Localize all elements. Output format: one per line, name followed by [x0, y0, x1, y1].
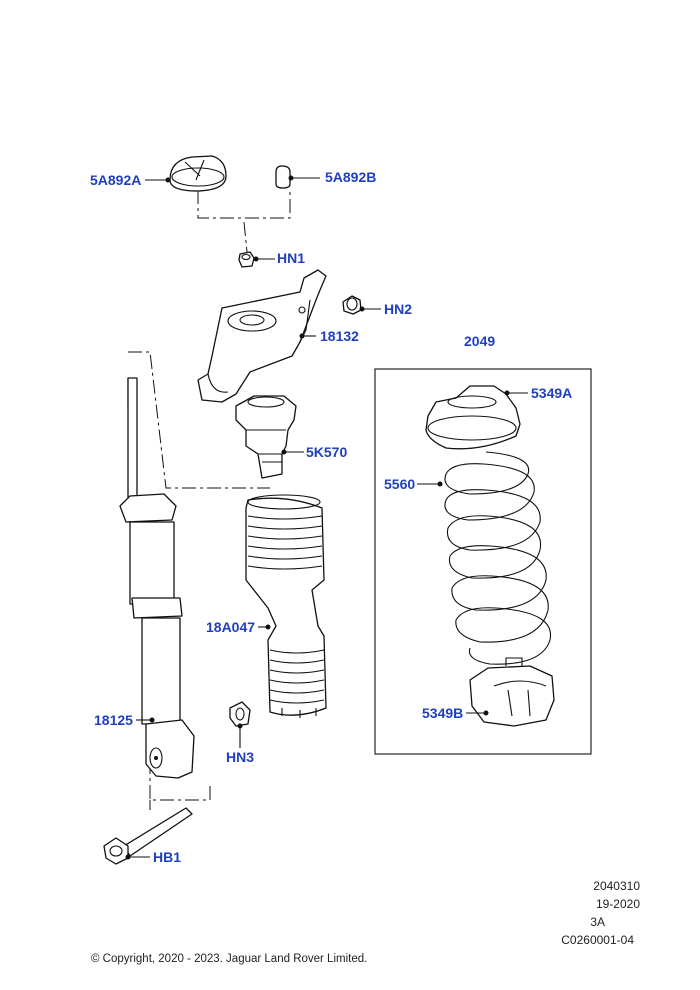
callout-HN1: HN1	[277, 250, 305, 266]
callout-5560: 5560	[384, 476, 415, 492]
callout-18132: 18132	[320, 328, 359, 344]
callout-5A892B: 5A892B	[325, 169, 376, 185]
dust-boot[interactable]	[245, 494, 327, 718]
callout-18125: 18125	[94, 712, 133, 728]
callout-18A047: 18A047	[206, 619, 255, 635]
assembly-dash-lines	[128, 190, 291, 810]
spring-assembly-frame	[374, 368, 592, 755]
nut-hn3[interactable]	[229, 701, 251, 727]
callout-HN2: HN2	[384, 301, 412, 317]
top-mount-cap[interactable]	[169, 155, 227, 192]
reference-code-3: 3A	[590, 915, 605, 929]
reference-code-1: 2040310	[593, 879, 640, 893]
upper-spring-seat[interactable]	[425, 385, 521, 450]
shock-absorber[interactable]	[119, 377, 195, 779]
reference-code-2: 19-2020	[595, 897, 640, 911]
coil-spring[interactable]	[444, 451, 552, 665]
nut-hn1[interactable]	[238, 251, 255, 268]
callout-5A892A: 5A892A	[90, 172, 141, 188]
callout-leaders	[125, 175, 528, 860]
callout-5349A: 5349A	[531, 385, 572, 401]
bolt-hb1[interactable]	[103, 807, 193, 865]
callout-5349B: 5349B	[422, 705, 463, 721]
callout-HB1: HB1	[153, 849, 181, 865]
reference-code-4: C0260001-04	[561, 933, 634, 947]
callout-5K570: 5K570	[306, 444, 347, 460]
nut-hn2[interactable]	[342, 295, 362, 315]
callout-2049: 2049	[464, 333, 495, 349]
callout-HN3: HN3	[226, 749, 254, 765]
small-mount-cap[interactable]	[275, 165, 291, 189]
bump-stop[interactable]	[235, 395, 297, 479]
copyright-notice: © Copyright, 2020 - 2023. Jaguar Land Ro…	[91, 953, 368, 965]
lower-spring-seat[interactable]	[469, 657, 555, 727]
